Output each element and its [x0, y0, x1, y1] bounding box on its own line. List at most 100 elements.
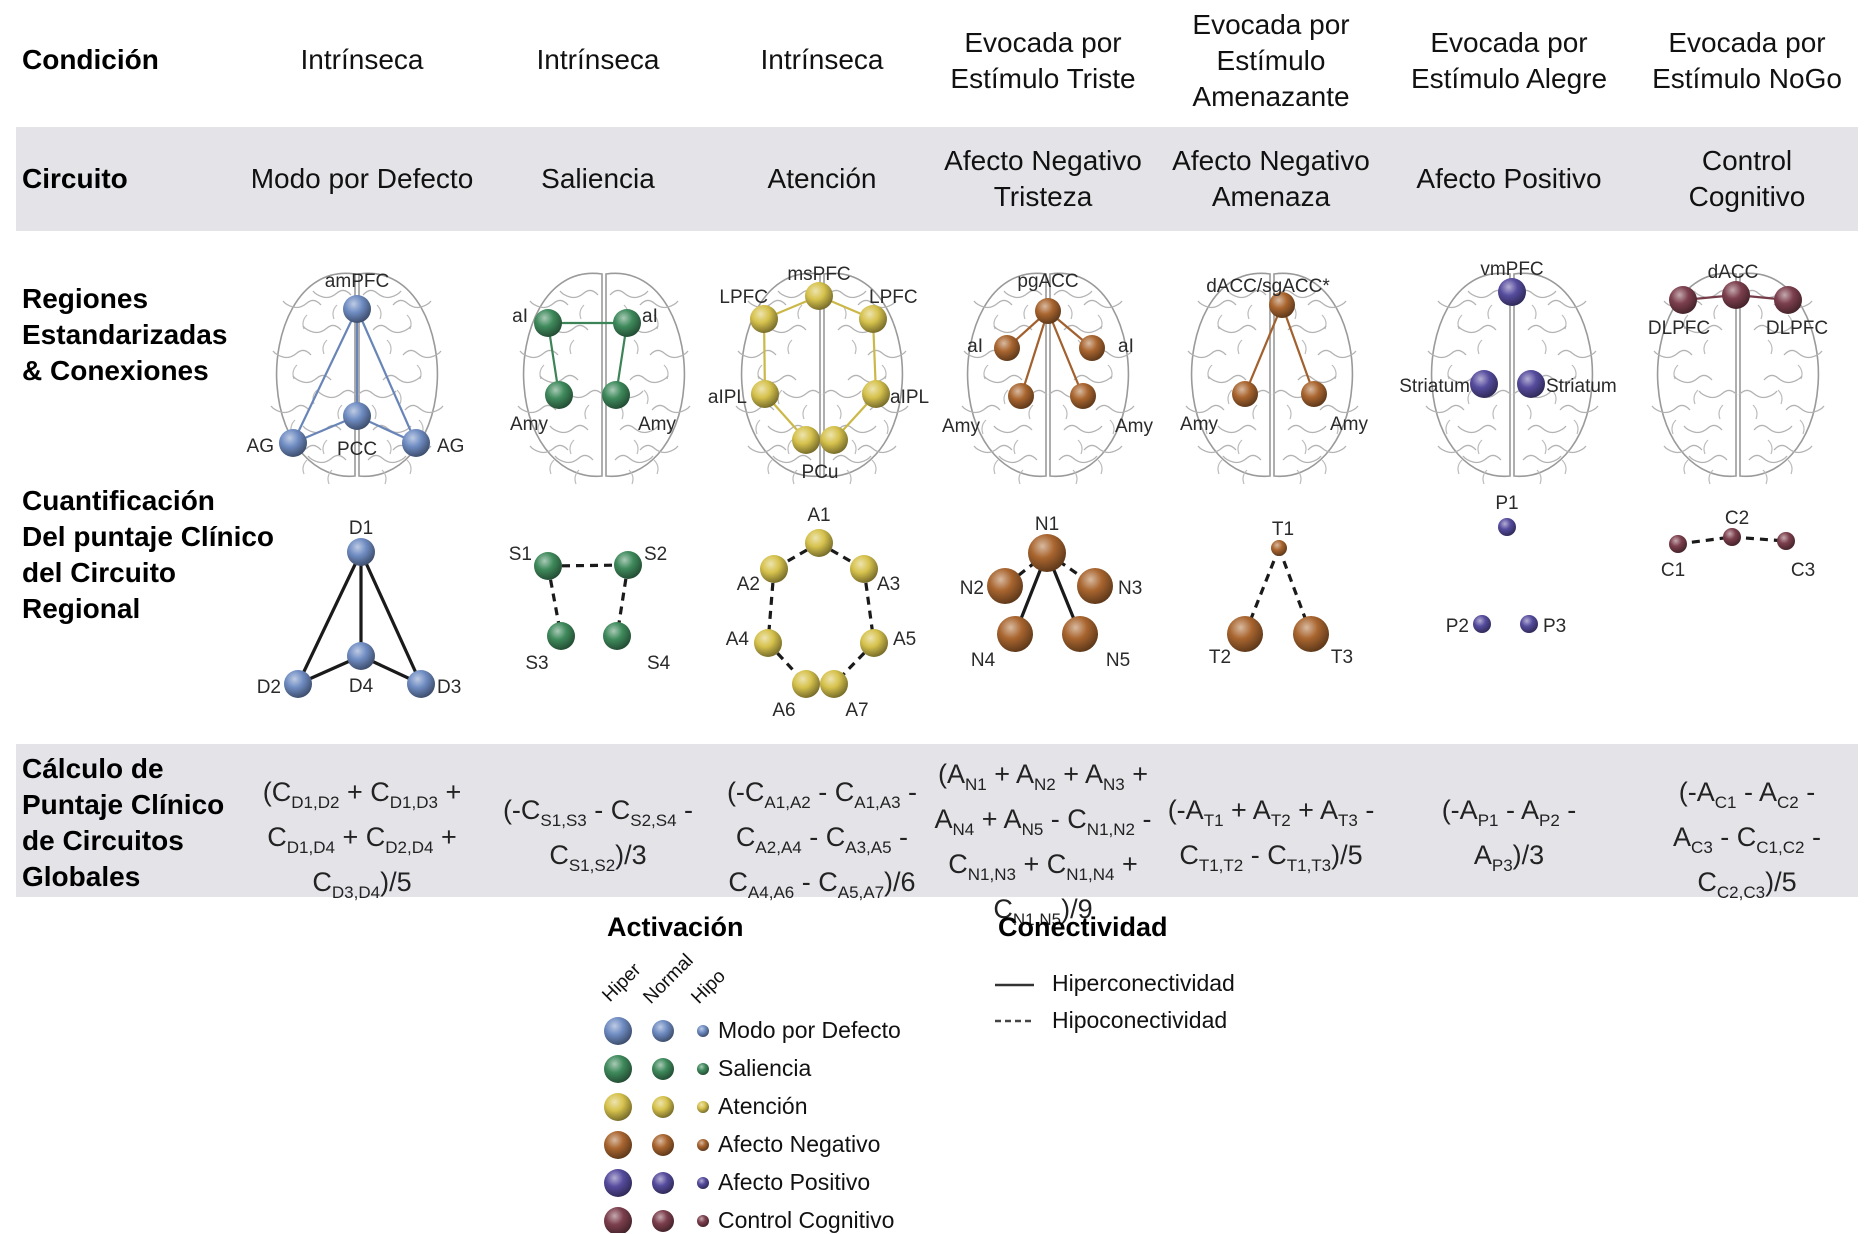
- formula-term: +: [437, 777, 462, 807]
- formula-term: A: [934, 804, 953, 834]
- brain-region-node: [1669, 286, 1697, 314]
- formula-term: C: [948, 849, 968, 879]
- quant-node-hypo: [1520, 615, 1538, 633]
- legend-activation-label: Modo por Defecto: [718, 1017, 901, 1043]
- circuit-name-line: Amenaza: [1211, 181, 1331, 212]
- circuit-name-cell: Afecto Positivo: [1416, 161, 1601, 197]
- legend-sphere-hiper: [604, 1207, 632, 1233]
- circuit-score-formula: (-AP1 - AP2 -AP3)/3: [1442, 793, 1577, 883]
- legend-sphere-hipo: [697, 1101, 709, 1113]
- circuit-name-line: Afecto Negativo: [944, 145, 1142, 176]
- circuit-score-formula: (-AC1 - AC2 -AC3 - CC1,C2 -CC2,C3)/5: [1673, 775, 1821, 910]
- quant-node-label: D2: [257, 677, 281, 698]
- circuit-name-cell: Atención: [768, 161, 877, 197]
- quant-node-label: A3: [877, 574, 900, 595]
- brain-region-node: [805, 282, 833, 310]
- quant-node-label: S4: [647, 653, 671, 674]
- brain-region-node: [1269, 292, 1295, 318]
- formula-term: (-A: [1678, 777, 1715, 807]
- brain-region-label: LPFC: [719, 287, 768, 308]
- brain-region-label: PCu: [802, 462, 839, 483]
- formula-term: - A: [1498, 795, 1540, 825]
- legend-sphere-hipo: [697, 1025, 709, 1037]
- row-label-quantification: Cuantificación Del puntaje Clínico del C…: [22, 483, 274, 627]
- formula-subscript: C3: [1691, 838, 1713, 857]
- formula-subscript: N1,N4: [1066, 865, 1115, 884]
- row-label-line: Del puntaje Clínico: [22, 521, 275, 552]
- quant-node-label: N1: [1035, 514, 1059, 535]
- legend-sphere-hiper: [604, 1131, 632, 1159]
- formula-subscript: A1,A2: [764, 793, 811, 812]
- formula-line: (-AC1 - AC2 -: [1673, 775, 1821, 820]
- formula-subscript: T1: [1203, 811, 1224, 830]
- brain-region-label: aIPL: [708, 387, 747, 408]
- quant-node-label: S3: [525, 653, 548, 674]
- condition-cell: Intrínseca: [537, 42, 660, 78]
- formula-term: - C: [586, 795, 631, 825]
- formula-subscript: N3: [1103, 775, 1125, 794]
- brain-region-node: [613, 309, 641, 337]
- brain-region-label: aI: [642, 306, 658, 327]
- formula-term: + A: [974, 804, 1022, 834]
- quant-node-hypo: [1473, 615, 1491, 633]
- circuit-name-cell: Modo por Defecto: [251, 161, 474, 197]
- row-label-line: Globales: [22, 861, 141, 892]
- quant-node-normal: [603, 622, 631, 650]
- legend-sphere-normal: [652, 1210, 674, 1232]
- brain-region-node: [1035, 298, 1061, 324]
- quant-node-hyper: [987, 568, 1023, 604]
- brain-region-label: LPFC: [869, 287, 918, 308]
- row-label-line: Cálculo de: [22, 753, 164, 784]
- formula-line: (-AT1 + AT2 + AT3 -: [1168, 793, 1375, 838]
- formula-term: + A: [1055, 759, 1104, 789]
- quant-node-label: A7: [845, 700, 868, 721]
- brain-outline-icon: [1185, 272, 1359, 485]
- brain-region-label: Striatum: [1546, 376, 1617, 397]
- brain-region-node: [534, 309, 562, 337]
- formula-subscript: D1,D3: [389, 793, 438, 812]
- formula-subscript: N1: [964, 775, 987, 794]
- formula-term: )/3: [615, 840, 647, 870]
- brain-region-node: [750, 305, 778, 333]
- quant-node-label: T3: [1331, 647, 1353, 668]
- brain-region-label: Amy: [1330, 414, 1369, 435]
- brain-outline-icon: [1425, 272, 1599, 485]
- condition-line: Evocada por: [1192, 9, 1350, 40]
- quant-node-normal: [792, 670, 820, 698]
- legend-activation-title: Activación: [607, 912, 744, 942]
- circuit-name-line: Tristeza: [993, 181, 1093, 212]
- condition-line: Amenazante: [1192, 81, 1350, 112]
- formula-subscript: T2: [1270, 811, 1291, 830]
- formula-term: - C: [801, 822, 846, 852]
- legend-sphere-hipo: [697, 1215, 709, 1227]
- formula-term: + A: [1223, 795, 1271, 825]
- quant-node-normal: [407, 670, 435, 698]
- formula-term: )/3: [1512, 840, 1545, 870]
- formula-term: + C: [334, 822, 386, 852]
- brain-region-label: Amy: [638, 414, 677, 435]
- row-label-line: Regiones: [22, 283, 149, 314]
- quant-node-normal: [860, 629, 888, 657]
- quant-node-label: A2: [737, 574, 760, 595]
- condition-line: Estímulo Alegre: [1410, 63, 1608, 94]
- quant-node-hypo: [1777, 532, 1795, 550]
- quant-node-label: P1: [1495, 493, 1518, 514]
- quant-node-hyper: [1062, 616, 1098, 652]
- quant-node-hypo: [1669, 535, 1687, 553]
- formula-subscript: T1,T2: [1198, 856, 1244, 875]
- formula-term: C: [267, 822, 287, 852]
- brain-region-label: aIPL: [890, 387, 929, 408]
- quant-node-label: T1: [1272, 519, 1294, 540]
- quant-node-label: P2: [1446, 616, 1469, 637]
- brain-region-label: Amy: [1115, 416, 1154, 437]
- circuit-row-band: [16, 127, 1858, 231]
- brain-region-node: [862, 380, 890, 408]
- formula-term: A: [1673, 822, 1692, 852]
- brain-region-node: [343, 295, 371, 323]
- formula-line: CD3,D4)/5: [263, 865, 461, 910]
- brain-region-label: vmPFC: [1480, 259, 1543, 280]
